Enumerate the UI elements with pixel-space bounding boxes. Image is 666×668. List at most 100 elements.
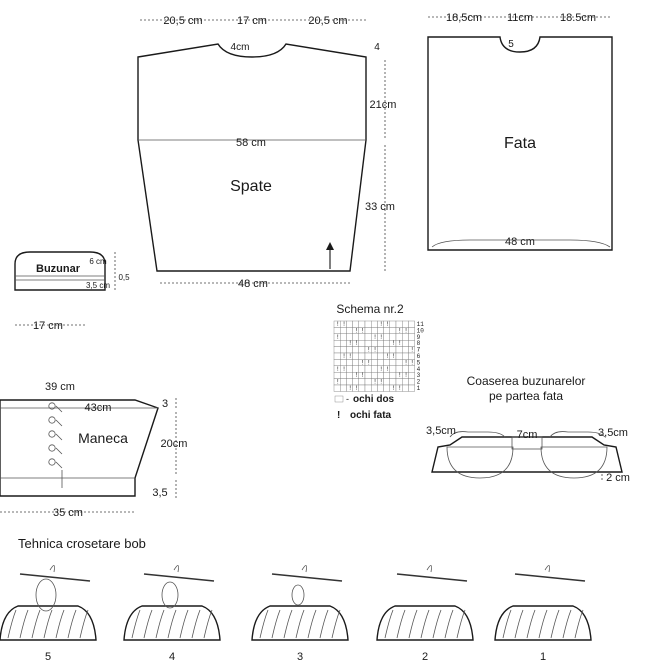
schema-cell	[402, 340, 409, 347]
schema-cell	[352, 352, 360, 360]
stitch-column	[408, 609, 418, 639]
bobble-shape	[35, 578, 57, 612]
schema-cell-mark: !	[398, 340, 402, 347]
schema-cell-mark: !	[404, 372, 408, 379]
schema-cell-mark: !	[361, 372, 365, 379]
stitch-column	[432, 609, 442, 639]
schema-cell	[333, 352, 341, 360]
back-lower-height-label: 33 cm	[365, 201, 395, 213]
stitch-column	[550, 609, 560, 639]
front-hem-line	[431, 239, 611, 248]
back-upper-height-label: 21cm	[370, 99, 397, 111]
schema-cell	[383, 333, 391, 341]
stitch-column	[155, 609, 165, 639]
schema-cell-mark: !	[373, 379, 377, 386]
back-name: Spate	[230, 178, 272, 195]
sewing-mid-band	[511, 436, 543, 450]
schema-cell	[383, 378, 391, 386]
schema-cell	[352, 346, 360, 354]
technique-step-number: 2	[422, 651, 428, 663]
schema-cell	[395, 359, 403, 366]
bobble-stitches	[55, 405, 63, 488]
schema-cell	[408, 327, 415, 334]
schema-cell	[389, 372, 397, 379]
schema-cell	[364, 333, 372, 341]
schema-cell	[408, 365, 415, 373]
schema-cell-mark: !	[355, 385, 359, 392]
schema-cell	[340, 384, 347, 392]
schema-cell	[402, 384, 409, 392]
schema-cell	[364, 365, 372, 373]
schema-cell	[364, 384, 372, 392]
schema-cell-mark: !	[379, 321, 383, 328]
schema-row-number: 8	[417, 340, 421, 347]
schema-cell-mark: !	[355, 327, 359, 334]
schema-cell-mark: !	[348, 353, 352, 360]
stitch-column	[7, 609, 17, 639]
schema-row-number: 2	[417, 379, 421, 386]
needle	[396, 573, 468, 582]
stitch-column	[538, 609, 548, 639]
schema-cell-mark: !	[336, 321, 340, 328]
schema-cell	[389, 365, 397, 373]
stitch-column	[19, 609, 29, 639]
bobble	[48, 402, 56, 410]
stitch-column	[259, 609, 269, 639]
bobble-shape	[291, 584, 305, 606]
schema-cell-mark: !	[373, 334, 377, 341]
stitch-column	[55, 609, 65, 639]
front-neck-label: 5	[508, 39, 514, 50]
schema-cell	[402, 346, 409, 354]
schema-cell-mark: !	[342, 353, 346, 360]
stitch-column	[79, 609, 89, 639]
schema-row-number: 9	[417, 334, 421, 341]
pocket-piece: Buzunar 6 cm 0,5 3,5 cm 17 cm	[14, 251, 130, 332]
schema-cell-mark: !	[398, 385, 402, 392]
stitch-column	[307, 609, 317, 639]
stitch-column	[271, 609, 281, 639]
back-piece: 20,5 cm 17 cm 20,5 cm 4cm 4 21cm 58 cm S…	[137, 15, 397, 290]
schema-cell-mark: !	[355, 340, 359, 347]
sewing-bottom-label: 2 cm	[606, 472, 630, 484]
schema-cell-mark: !	[392, 353, 396, 360]
needle	[143, 573, 215, 582]
needle	[19, 573, 91, 582]
schema-cell-mark: !	[342, 321, 346, 328]
sleeve-bobbles	[48, 402, 63, 488]
schema-cell-mark: !	[398, 372, 402, 379]
stitch-column	[131, 609, 141, 639]
schema-cell-mark: !	[404, 327, 408, 334]
schema-cell	[383, 384, 391, 392]
sewing-mid-label: 7cm	[517, 429, 538, 441]
schema-cell-mark: !	[386, 321, 390, 328]
schema-cell	[352, 359, 360, 366]
schema-cell	[333, 346, 341, 354]
sewing-title-line-2: pe partea fata	[489, 389, 563, 403]
technique-step-number: 1	[540, 651, 546, 663]
sewing-pocket-right	[540, 446, 608, 479]
schema-cell	[358, 346, 366, 354]
sleeve-piece: 39 cm 43cm Maneca 3 20cm 3,5 35 cm	[0, 381, 187, 519]
schema-cell-mark: !	[386, 353, 390, 360]
schema-cell	[346, 372, 353, 379]
sewing-top-left	[449, 431, 506, 438]
schema-cell-mark: !	[348, 340, 352, 347]
schema-cell-mark: !	[342, 366, 346, 373]
sleeve-inner-width-label: 43cm	[85, 402, 112, 414]
schema-cell-mark: !	[361, 359, 365, 366]
stitch-column	[203, 609, 213, 639]
schema-cell	[389, 320, 397, 328]
schema-cell-mark: !	[367, 359, 371, 366]
stitch-column	[526, 609, 536, 639]
technique-step: 4	[123, 565, 221, 663]
schema-cell	[364, 320, 372, 328]
back-top-left-label: 20,5 cm	[163, 15, 202, 27]
schema-row-number: 6	[417, 353, 421, 360]
front-outline	[427, 36, 613, 251]
sewing-title-line-1: Coaserea buzunarelor	[467, 374, 586, 388]
schema-cell	[377, 384, 384, 392]
stitch-column	[514, 609, 524, 639]
back-neck-label: 4cm	[231, 42, 250, 53]
schema-cell-mark: !	[348, 385, 352, 392]
schema-cell-mark: !	[386, 366, 390, 373]
